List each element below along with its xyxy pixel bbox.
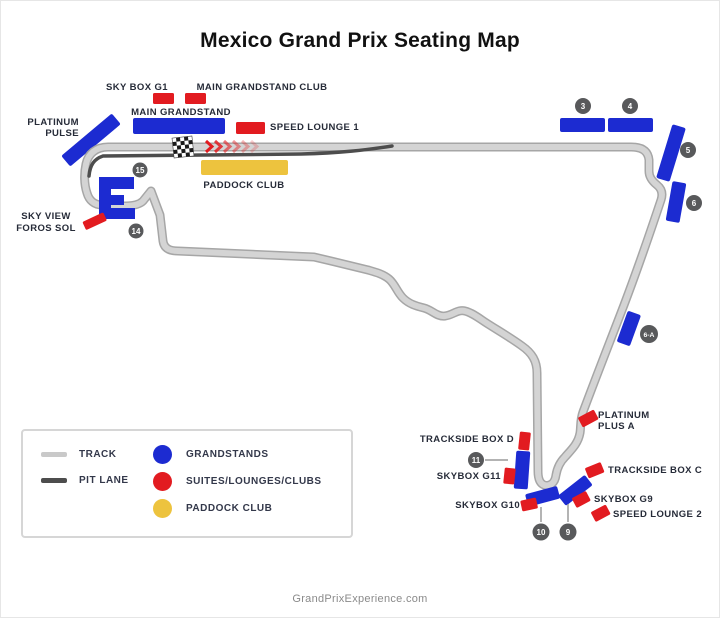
marker-9: 9 — [566, 528, 571, 537]
suites-dot-icon — [153, 472, 172, 491]
marker-connectors — [485, 459, 569, 522]
marker-10: 10 — [537, 528, 546, 537]
speed-lounge-1-suite — [236, 122, 265, 134]
skybox-g11-suite — [503, 467, 516, 485]
label-platinum-plus-a: PLATINUM PLUS A — [598, 410, 650, 432]
footer-url: GrandPrixExperience.com — [292, 593, 428, 605]
label-paddock-club: PADDOCK CLUB — [203, 180, 285, 191]
legend-track: TRACK — [41, 449, 117, 460]
label-trackside-box-d: TRACKSIDE BOX D — [419, 434, 514, 445]
main-grandstand-stand — [133, 118, 225, 134]
skybox-g10-suite — [520, 497, 538, 512]
label-speed-lounge-2: SPEED LOUNGE 2 — [613, 509, 703, 520]
grandstand-3-stand — [560, 118, 605, 132]
trackside-box-d-suite — [518, 431, 531, 451]
marker-5: 5 — [686, 146, 691, 155]
grandstands-dot-icon — [153, 445, 172, 464]
pit-lane — [87, 144, 394, 178]
grandstand-5-stand — [656, 124, 686, 182]
marker-4: 4 — [628, 102, 633, 111]
legend-pit-lane: PIT LANE — [41, 475, 129, 486]
label-sky-box-g1: SKY BOX G1 — [106, 82, 168, 93]
legend: TRACK PIT LANE GRANDSTANDS SUITES/LOUNGE… — [21, 429, 353, 538]
trackside-box-c-suite — [585, 462, 605, 479]
legend-paddock-club: PADDOCK CLUB — [153, 499, 272, 518]
label-skybox-g9: SKYBOX G9 — [594, 494, 654, 505]
label-main-grandstand: MAIN GRANDSTAND — [131, 107, 231, 118]
grandstand-9-stand — [558, 475, 592, 506]
grandstand-4-stand — [608, 118, 653, 132]
skybox-g9-suite — [572, 491, 591, 508]
paddock-club-stand — [201, 160, 288, 175]
legend-grandstands: GRANDSTANDS — [153, 445, 269, 464]
start-chevrons — [204, 139, 260, 154]
page-title: Mexico Grand Prix Seating Map — [200, 29, 520, 52]
sky-box-g1-suite — [153, 93, 174, 104]
sky-view-foros-sol-suite — [82, 212, 107, 230]
label-platinum-pulse: PLATINUM PULSE — [27, 117, 79, 139]
track-swatch-icon — [41, 452, 67, 457]
turn-markers: 15 14 3 4 5 6 6-A 11 10 9 — [128, 98, 702, 541]
label-sky-view-foros-sol: SKY VIEW FOROS SOL — [16, 211, 76, 234]
start-finish-flag-icon — [171, 135, 195, 159]
marker-14: 14 — [132, 227, 141, 236]
label-skybox-g10: SKYBOX G10 — [455, 500, 520, 511]
pit-lane-swatch-icon — [41, 478, 67, 483]
speed-lounge-2-suite — [591, 504, 611, 522]
platinum-pulse-stand — [62, 114, 120, 166]
grandstand-6-stand — [665, 181, 687, 223]
foro-sol-stadium-stand — [99, 177, 135, 219]
marker-11: 11 — [472, 456, 481, 465]
label-speed-lounge-1: SPEED LOUNGE 1 — [270, 122, 360, 133]
platinum-plus-a-suite — [578, 409, 599, 427]
label-trackside-box-c: TRACKSIDE BOX C — [608, 465, 703, 476]
marker-3: 3 — [581, 102, 586, 111]
main-grandstand-club-suite — [185, 93, 206, 104]
track-outline — [80, 142, 667, 490]
marker-6a: 6-A — [644, 332, 655, 339]
grandstand-11-stand — [513, 450, 531, 490]
marker-15: 15 — [136, 166, 145, 175]
label-main-grandstand-club: MAIN GRANDSTAND CLUB — [196, 82, 328, 93]
label-skybox-g11: SKYBOX G11 — [436, 471, 501, 482]
marker-6: 6 — [692, 199, 697, 208]
legend-suites: SUITES/LOUNGES/CLUBS — [153, 472, 322, 491]
grandstand-6a-stand — [617, 311, 641, 346]
paddock-dot-icon — [153, 499, 172, 518]
